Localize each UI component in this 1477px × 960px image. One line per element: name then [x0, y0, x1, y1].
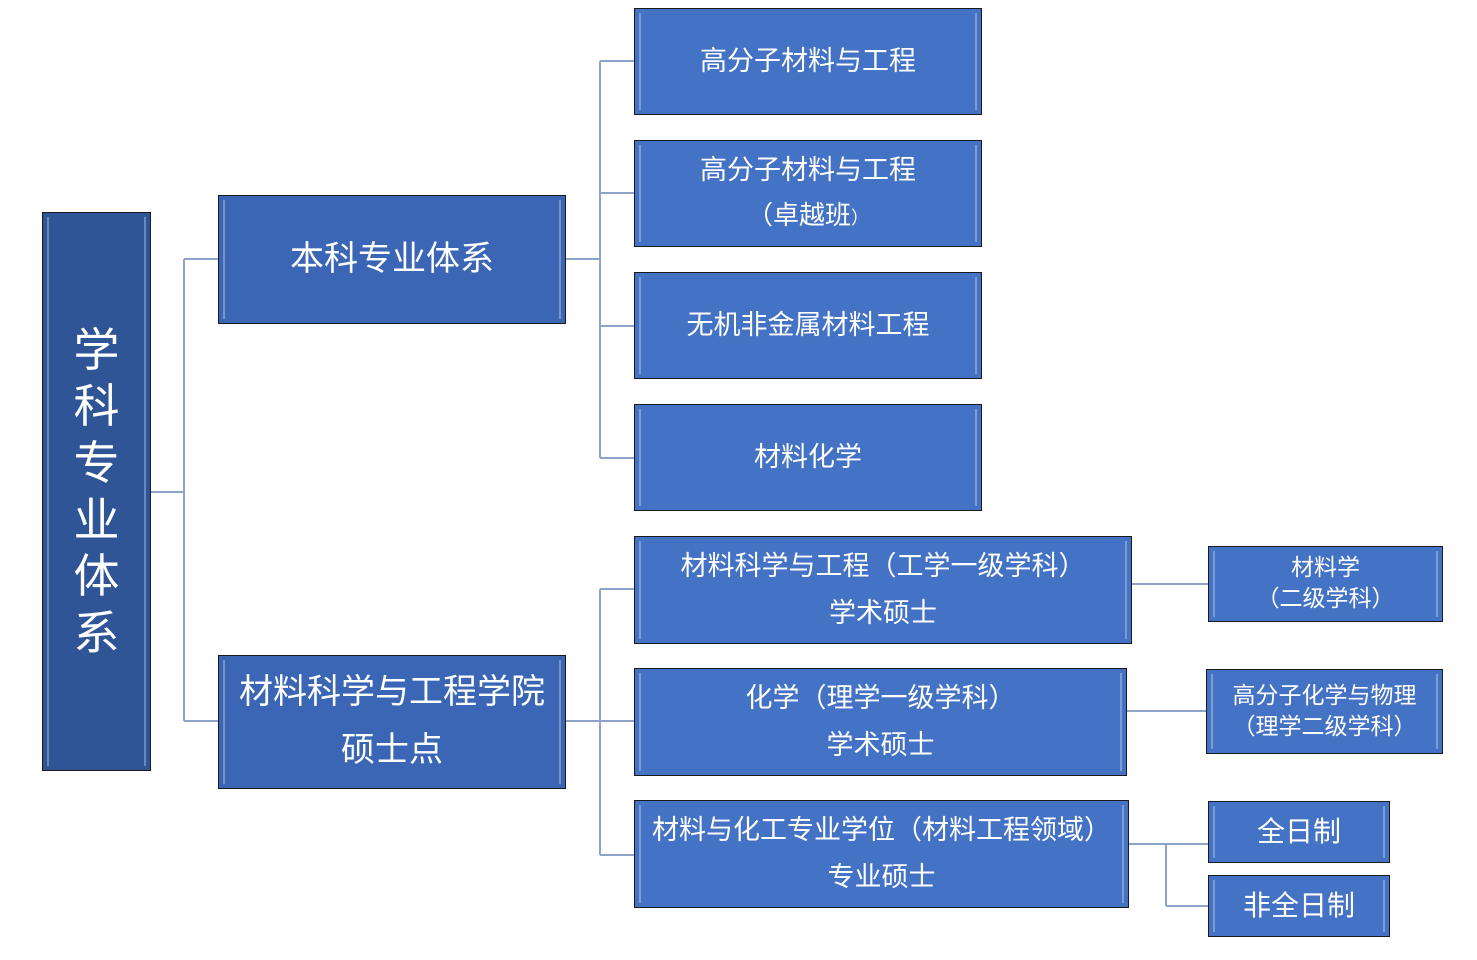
program-node: 材料与化工专业学位（材料工程领域） 专业硕士: [634, 800, 1129, 908]
program-type: 学术硕士: [829, 598, 937, 629]
connector-root: [151, 258, 218, 722]
connector-undergrad: [566, 60, 634, 459]
program-type: 专业硕士: [827, 862, 936, 893]
subdiscipline-node: 材料学 （二级学科）: [1208, 546, 1443, 622]
program-name: 材料科学与工程（工学一级学科）: [680, 550, 1086, 582]
major-note-close: ）: [851, 208, 869, 230]
subdiscipline-node: 高分子化学与物理 （理学二级学科）: [1206, 669, 1443, 754]
subdiscipline-name: 高分子化学与物理: [1232, 682, 1417, 709]
program-name: 化学（理学一级学科）: [745, 682, 1016, 714]
program-node: 化学（理学一级学科） 学术硕士: [634, 668, 1127, 776]
program-type: 学术硕士: [826, 730, 935, 761]
undergrad-node: 本科专业体系: [218, 195, 566, 324]
major-label: 高分子材料与工程: [700, 155, 916, 187]
major-label: 材料化学: [754, 441, 862, 473]
study-mode-node: 非全日制: [1208, 875, 1390, 937]
study-mode-node: 全日制: [1208, 801, 1390, 863]
study-mode-label: 非全日制: [1242, 888, 1355, 922]
major-node: 无机非金属材料工程: [634, 272, 982, 379]
root-label: 学科专业体系: [73, 322, 120, 660]
major-label: 无机非金属材料工程: [686, 309, 930, 341]
study-mode-label: 全日制: [1256, 814, 1341, 848]
subdiscipline-name: 材料学: [1291, 555, 1360, 582]
major-note: （卓越班）: [747, 194, 869, 240]
master-node: 材料科学与工程学院 硕士点: [218, 655, 566, 789]
major-node: 高分子材料与工程 （卓越班）: [634, 140, 982, 247]
major-note-main: （卓越班: [746, 201, 851, 232]
major-label: 高分子材料与工程: [700, 45, 916, 77]
root-node: 学科专业体系: [42, 212, 151, 771]
subdiscipline-note: （二级学科）: [1256, 586, 1395, 612]
program-name: 材料与化工专业学位（材料工程领域）: [652, 814, 1111, 846]
subdiscipline-note: （理学二级学科）: [1232, 713, 1417, 740]
program-node: 材料科学与工程（工学一级学科） 学术硕士: [634, 536, 1132, 644]
connector-master: [566, 588, 634, 856]
master-line1: 材料科学与工程学院: [239, 672, 545, 713]
major-node: 材料化学: [634, 404, 982, 511]
master-line2: 硕士点: [341, 730, 443, 770]
major-node: 高分子材料与工程: [634, 8, 982, 115]
undergrad-label: 本科专业体系: [290, 238, 494, 279]
connector-program-3: [1129, 843, 1208, 907]
